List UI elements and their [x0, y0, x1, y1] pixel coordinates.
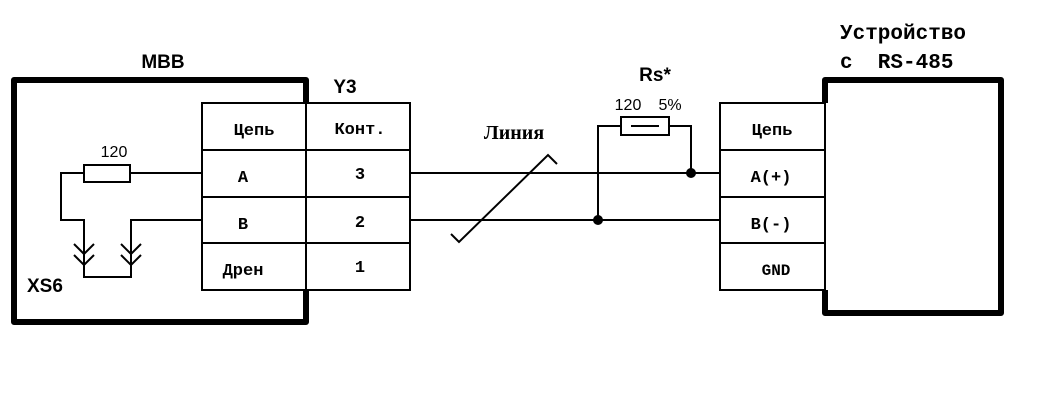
termination-resistor-label: Rs*	[639, 65, 671, 86]
twisted-pair-icon	[450, 153, 558, 244]
bus-wires	[410, 172, 720, 221]
y3-row-b-circuit: B	[238, 216, 248, 235]
device-row-gnd: GND	[762, 262, 791, 280]
y3-row-a-circuit: A	[238, 169, 249, 188]
junction-dot-a	[686, 168, 696, 178]
terminal-block-label: Y3	[333, 77, 356, 98]
y3-row-a-contact: 3	[355, 166, 365, 185]
mvv-enclosure	[11, 77, 309, 325]
y3-row-drain-circuit: Дрен	[223, 262, 264, 281]
y3-header-contact: Конт.	[334, 121, 385, 140]
mvv-internal-wiring	[60, 172, 202, 278]
termination-resistor-wiring	[597, 125, 692, 220]
mvv-resistor-value: 120	[101, 144, 128, 161]
mvv-resistor-icon	[83, 164, 131, 183]
termination-resistor-value: 120	[615, 97, 642, 114]
y3-header-circuit: Цепь	[234, 122, 275, 141]
device-row-b: B(-)	[751, 216, 792, 235]
line-label: Линия	[484, 122, 544, 144]
mvv-label: MBB	[141, 52, 184, 73]
y3-row-drain-contact: 1	[355, 259, 365, 278]
device-terminal-table	[719, 102, 826, 291]
device-header-circuit: Цепь	[752, 122, 793, 141]
terminal-block-y3	[201, 102, 411, 291]
device-row-a: A(+)	[751, 169, 792, 188]
jumper-socket-icon	[73, 243, 142, 267]
device-title-line1: Устройство	[840, 23, 966, 46]
termination-resistor-tolerance: 5%	[658, 97, 681, 114]
y3-row-b-contact: 2	[355, 214, 365, 233]
device-enclosure	[822, 77, 1004, 316]
junction-dot-b	[593, 215, 603, 225]
device-title-line2: с RS-485	[840, 52, 953, 75]
connector-xs6-label: XS6	[27, 276, 63, 297]
